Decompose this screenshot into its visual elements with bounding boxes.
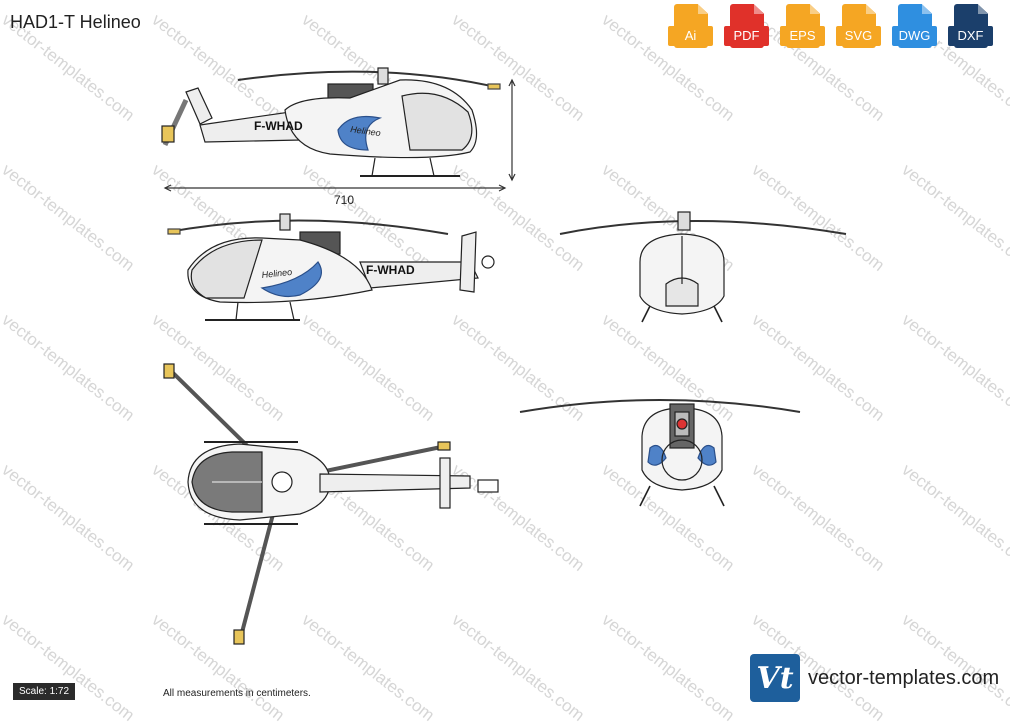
file-fold-corner	[866, 4, 876, 14]
hull-brand-side-1: Helineo	[350, 124, 382, 138]
file-fold-corner	[698, 4, 708, 14]
format-label: PDF	[724, 26, 769, 46]
side-view-right	[161, 67, 516, 192]
vt-logo-icon: Vt	[750, 654, 800, 702]
ai-file-download-button[interactable]: Ai	[668, 4, 713, 52]
registration-label-side-2: F-WHAD	[366, 263, 415, 277]
format-label: SVG	[836, 26, 881, 46]
site-brand[interactable]: Vt vector-templates.com	[750, 654, 999, 702]
rear-view	[519, 399, 801, 507]
hull-brand-side-2: Helineo	[261, 267, 292, 280]
file-fold-corner	[754, 4, 764, 14]
measurement-note: All measurements in centimeters.	[163, 688, 311, 699]
dimension-length-label: 710	[334, 193, 354, 207]
top-view	[163, 363, 499, 645]
svg-file-download-button[interactable]: SVG	[836, 4, 881, 52]
format-download-bar: Ai PDF EPS SVG DWG DXF	[668, 4, 993, 52]
format-label: EPS	[780, 26, 825, 46]
page-title: HAD1-T Helineo	[10, 12, 141, 32]
side-view-left	[167, 213, 495, 321]
front-view	[559, 211, 847, 323]
file-fold-corner	[922, 4, 932, 14]
dxf-file-download-button[interactable]: DXF	[948, 4, 993, 52]
pdf-file-download-button[interactable]: PDF	[724, 4, 769, 52]
format-label: DXF	[948, 26, 993, 46]
eps-file-download-button[interactable]: EPS	[780, 4, 825, 52]
format-label: DWG	[892, 26, 937, 46]
dwg-file-download-button[interactable]: DWG	[892, 4, 937, 52]
registration-label-side-1: F-WHAD	[254, 119, 303, 133]
site-name: vector-templates.com	[808, 666, 1000, 689]
format-label: Ai	[668, 26, 713, 46]
scale-label: Scale: 1:72	[13, 683, 76, 700]
file-fold-corner	[810, 4, 820, 14]
file-fold-corner	[978, 4, 988, 14]
